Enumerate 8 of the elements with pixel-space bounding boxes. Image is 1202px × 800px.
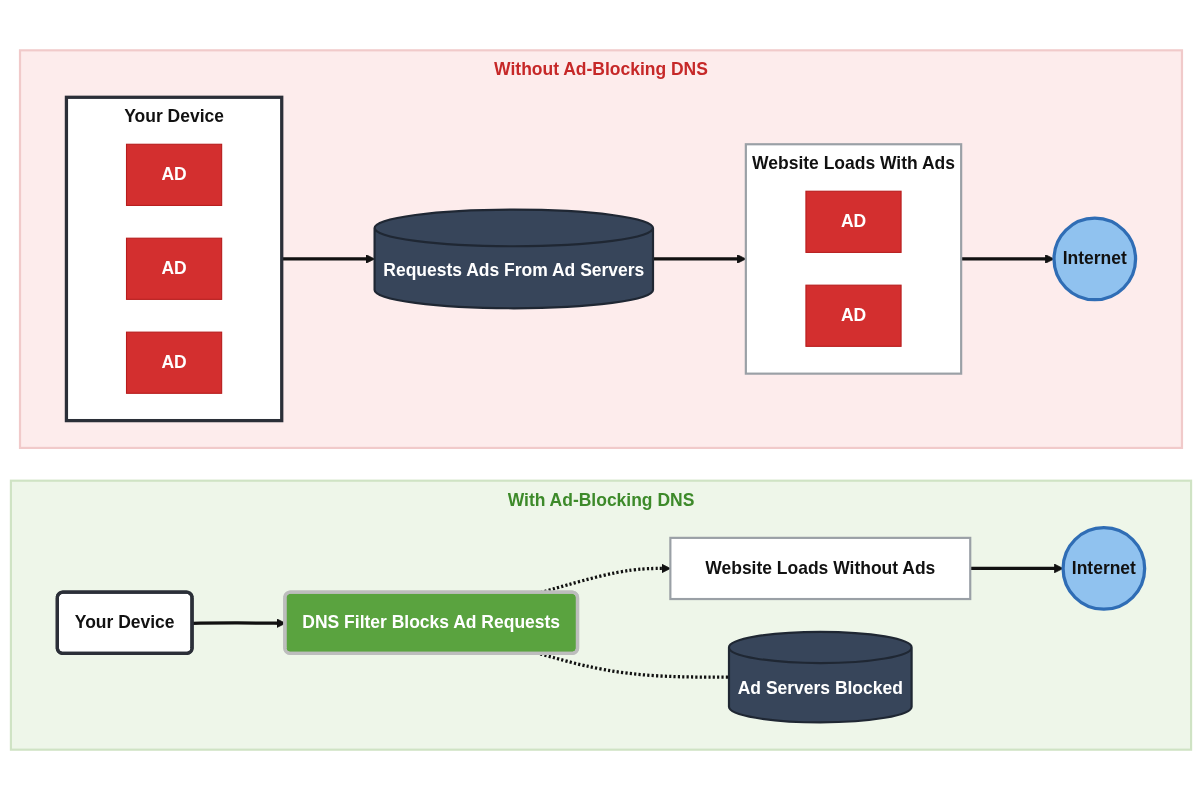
- node-box: Website Loads Without Ads: [669, 536, 972, 601]
- node-box: AD: [125, 143, 223, 206]
- node-box: AD: [805, 284, 902, 347]
- node-circle: Internet: [1061, 526, 1147, 611]
- node-box: AD: [125, 237, 223, 300]
- node-box: AD: [125, 331, 223, 394]
- node-box: AD: [805, 190, 902, 253]
- node-circle: Internet: [1052, 216, 1138, 302]
